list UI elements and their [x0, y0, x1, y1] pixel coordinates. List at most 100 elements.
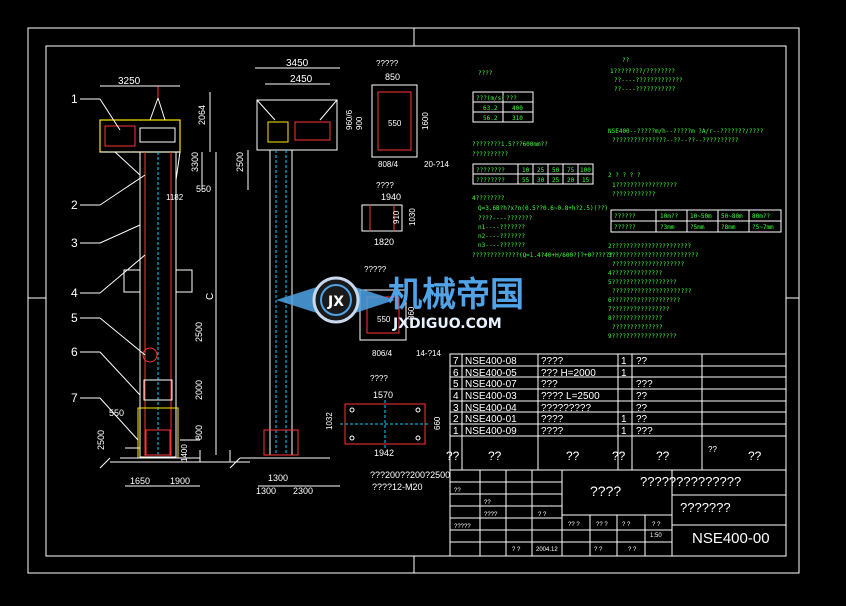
- svg-text:15: 15: [582, 177, 590, 184]
- svg-text:?????????: ?????????: [541, 403, 591, 414]
- svg-text:???????????????--??--??--?????: ???????????????--??--??--??????????: [612, 137, 739, 144]
- svg-text:NSE400-04: NSE400-04: [465, 403, 517, 414]
- dim-pit: 1400: [180, 444, 189, 462]
- svg-text:???: ???: [506, 95, 517, 102]
- svg-text:6???????????????????: 6???????????????????: [608, 297, 681, 304]
- svg-text:10m??: 10m??: [660, 213, 678, 220]
- watermark-cn: 机械帝国: [388, 275, 524, 315]
- sv-mid-h2: 1030: [408, 208, 417, 226]
- svg-text:????: ????: [541, 426, 564, 437]
- svg-text:NSE400-01: NSE400-01: [465, 414, 517, 425]
- dim-casing: 1182: [166, 193, 184, 202]
- title-scale: 1:50: [650, 533, 662, 539]
- sv-low-bottom: 806/4: [372, 349, 393, 358]
- svg-text:??: ??: [488, 449, 502, 463]
- svg-text:3: 3: [453, 403, 459, 414]
- callout-6: 6: [71, 345, 78, 359]
- svg-text:??: ??: [454, 488, 461, 494]
- svg-text:??: ??: [636, 356, 648, 367]
- svg-text:1: 1: [621, 356, 627, 367]
- sv-base-title: ????: [370, 374, 388, 383]
- sv-low-h: 860: [407, 306, 416, 320]
- svg-text:??????: ??????: [614, 213, 636, 220]
- svg-text:2??????????????????????: 2??????????????????????: [608, 243, 691, 250]
- dim-top-width: 3250: [118, 76, 141, 87]
- svg-text:??: ??: [622, 57, 630, 64]
- sv-low-title: ?????: [364, 265, 387, 274]
- svg-text:50: 50: [552, 167, 560, 174]
- dim-base-left: 1650: [130, 476, 150, 486]
- svg-text:?? ?: ?? ?: [596, 522, 608, 528]
- svg-text:NSE400-03: NSE400-03: [465, 391, 517, 402]
- sv-mid-h: 910: [392, 210, 401, 224]
- svg-text:NSE400-07: NSE400-07: [465, 379, 517, 390]
- sv-mid-w2: 1820: [374, 237, 394, 247]
- svg-text:???: ???: [636, 426, 653, 437]
- sv-base-w: 1570: [373, 390, 393, 400]
- sv-low-bottom2: 14-?14: [416, 349, 441, 358]
- svg-text:7????????????????: 7????????????????: [608, 306, 670, 313]
- svg-text:8??????????????: 8??????????????: [608, 315, 663, 322]
- sv-low-inner: 550: [377, 315, 391, 324]
- sv-top-bottom2: 20-?14: [424, 160, 449, 169]
- elevator-right-elevation: 3450 2450 2500 1300 2300 1300: [235, 58, 340, 496]
- svg-text:75: 75: [567, 167, 575, 174]
- svg-text:1: 1: [621, 426, 627, 437]
- svg-text:??: ??: [636, 414, 648, 425]
- elevator-left-elevation: 3250 2064 3300 C 2500 2000 800 550 1182 …: [96, 76, 250, 487]
- dim-r-base-right: 2300: [293, 486, 313, 496]
- svg-text:?? ?: ?? ?: [568, 522, 580, 528]
- svg-text:????????????????????: ????????????????????: [612, 261, 685, 268]
- title-main: ??????????????: [640, 474, 741, 489]
- svg-text:80m??: 80m??: [752, 213, 770, 220]
- svg-text:????????: ????????: [476, 167, 505, 174]
- dim-r-base-left: 1300: [256, 486, 276, 496]
- dim-base-right: 1900: [170, 476, 190, 486]
- sv-base-note1: ???200??200?2500: [370, 470, 450, 480]
- drawing-number: NSE400-00: [692, 530, 770, 547]
- watermark-en: JXDIGUO.COM: [392, 316, 502, 332]
- svg-text:NSE400--?????m/h--?????m ?A/r: NSE400--?????m/h--?????m ?A/r--???????/?…: [608, 128, 764, 135]
- dim-r-inner-width: 2450: [290, 74, 313, 85]
- svg-text:4: 4: [453, 391, 459, 402]
- svg-text:n3----???????: n3----???????: [478, 242, 525, 249]
- svg-text:???(m/s): ???(m/s): [476, 95, 505, 102]
- svg-text:???: ???: [541, 379, 558, 390]
- svg-text:??----?????????????: ??----?????????????: [614, 77, 683, 84]
- title-date: 2004.12: [536, 547, 558, 553]
- svg-text:? ?: ? ?: [652, 522, 661, 528]
- svg-text:1: 1: [453, 426, 459, 437]
- svg-text:1: 1: [621, 368, 627, 379]
- callout-1: 1: [71, 92, 78, 106]
- svg-text:??: ??: [636, 391, 648, 402]
- svg-text:2: 2: [453, 414, 459, 425]
- dim-left-offset: 550: [196, 184, 211, 194]
- svg-text:6: 6: [453, 368, 459, 379]
- svg-text:10: 10: [522, 167, 530, 174]
- svg-text:? ?: ? ?: [628, 547, 637, 553]
- svg-text:NSE400-05: NSE400-05: [465, 368, 517, 379]
- svg-text:? ?: ? ?: [594, 547, 603, 553]
- title-org: ????: [590, 483, 621, 499]
- svg-text:?????????????(Q=1.4?40+H/600?): ?????????????(Q=1.4?40+H/600?)?+0??????: [472, 252, 613, 259]
- svg-text:???: ???: [636, 379, 653, 390]
- emblem-mark: JX: [327, 294, 344, 310]
- sv-mid-w: 1940: [381, 192, 401, 202]
- dim-r-top-width: 3450: [286, 58, 309, 69]
- svg-text:30: 30: [537, 177, 545, 184]
- sv-base-h2: 660: [433, 416, 442, 430]
- callout-5: 5: [71, 311, 78, 325]
- callout-labels: 1 2 3 4 5 6 7: [71, 92, 78, 405]
- svg-text:55: 55: [522, 177, 530, 184]
- sv-top-bottom: 808/4: [378, 160, 399, 169]
- dim-side-550: 550: [109, 408, 124, 418]
- svg-text:??: ??: [446, 449, 460, 463]
- title-sub: ???????: [680, 500, 731, 515]
- section-views: ????? 850 550 960/6 900 1600 808/4 20-?1…: [325, 59, 450, 492]
- svg-text:??????????: ??????????: [472, 151, 509, 158]
- notes-right: ?? 1????????/???????? ??----????????????…: [608, 57, 782, 340]
- title-block: ???? ?????????????? ??????? NSE400-00 20…: [450, 470, 786, 556]
- svg-text:56.2: 56.2: [483, 115, 498, 122]
- svg-text:NSE400-08: NSE400-08: [465, 356, 517, 367]
- svg-text:310: 310: [512, 115, 523, 122]
